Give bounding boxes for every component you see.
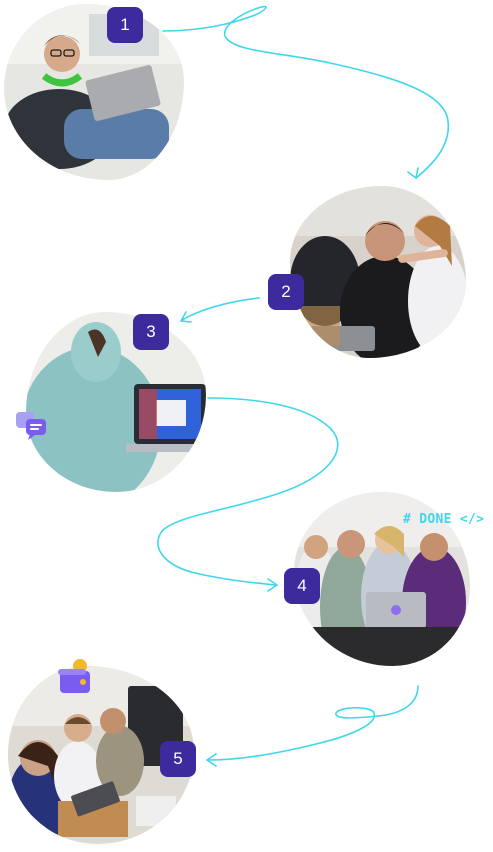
done-code-label: # DONE </> (403, 512, 485, 527)
photo-video-call (26, 312, 206, 492)
step-3-badge: 3 (133, 314, 169, 350)
photo-man-with-laptop (4, 4, 184, 180)
photo-students-pointing (290, 186, 466, 358)
step-4-badge: 4 (284, 568, 320, 604)
chat-bubbles-icon (16, 412, 46, 440)
step-1-badge: 1 (107, 7, 143, 43)
step-2-badge: 2 (268, 274, 304, 310)
step-5-badge: 5 (160, 741, 196, 777)
wallet-coin-icon (58, 659, 90, 693)
